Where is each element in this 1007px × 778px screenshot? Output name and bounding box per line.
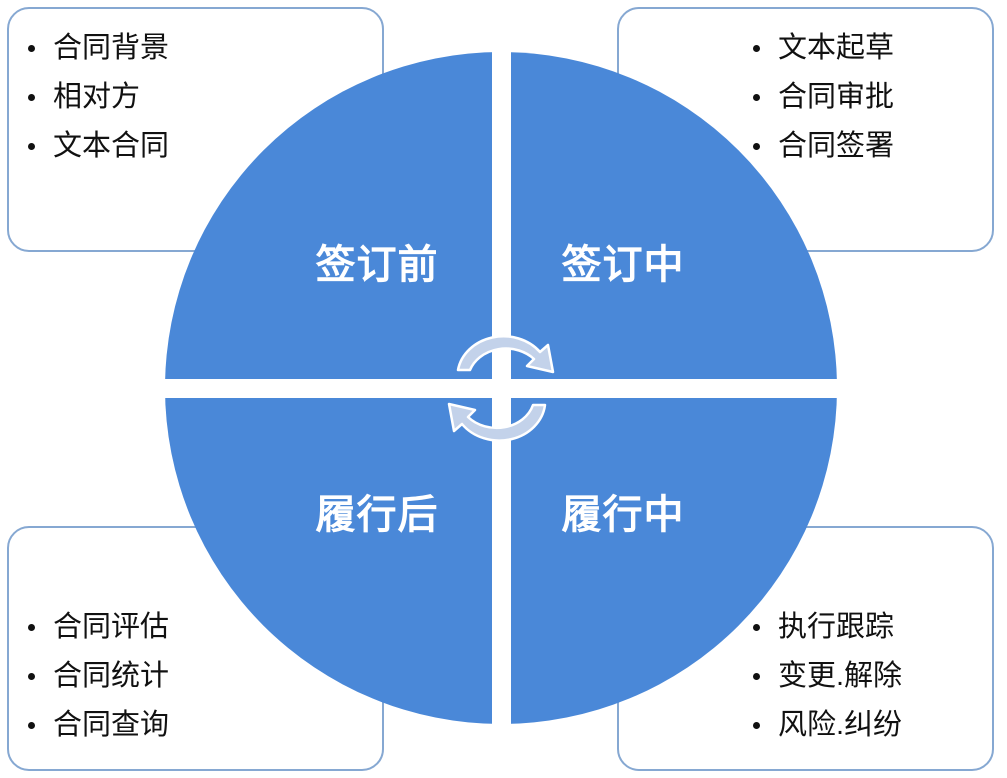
phase-label-after-performance: 履行后 xyxy=(315,493,439,537)
list-item: 变更.解除 xyxy=(751,652,902,701)
phase-label-before-signing: 签订前 xyxy=(315,243,439,287)
list-item: 合同查询 xyxy=(26,701,169,750)
list-item: 合同审批 xyxy=(751,73,894,122)
list-after-performance: 合同评估 合同统计 合同查询 xyxy=(26,603,169,750)
list-item: 风险.纠纷 xyxy=(751,701,902,750)
list-during-signing: 文本起草 合同审批 合同签署 xyxy=(751,24,894,171)
list-item: 执行跟踪 xyxy=(751,603,902,652)
phase-label-during-signing: 签订中 xyxy=(561,243,685,287)
cycle-arrow-top-icon xyxy=(456,335,555,374)
list-item: 文本起草 xyxy=(751,24,894,73)
phase-label-during-performance: 履行中 xyxy=(561,493,685,537)
list-item: 合同签署 xyxy=(751,122,894,171)
list-item: 合同背景 xyxy=(26,24,169,73)
list-item: 文本合同 xyxy=(26,122,169,171)
list-before-signing: 合同背景 相对方 文本合同 xyxy=(26,24,169,171)
list-during-performance: 执行跟踪 变更.解除 风险.纠纷 xyxy=(751,603,902,750)
list-item: 合同评估 xyxy=(26,603,169,652)
list-item: 相对方 xyxy=(26,73,169,122)
horizontal-divider xyxy=(150,379,850,398)
cycle-arrow-bottom-icon xyxy=(447,402,547,442)
list-item: 合同统计 xyxy=(26,652,169,701)
